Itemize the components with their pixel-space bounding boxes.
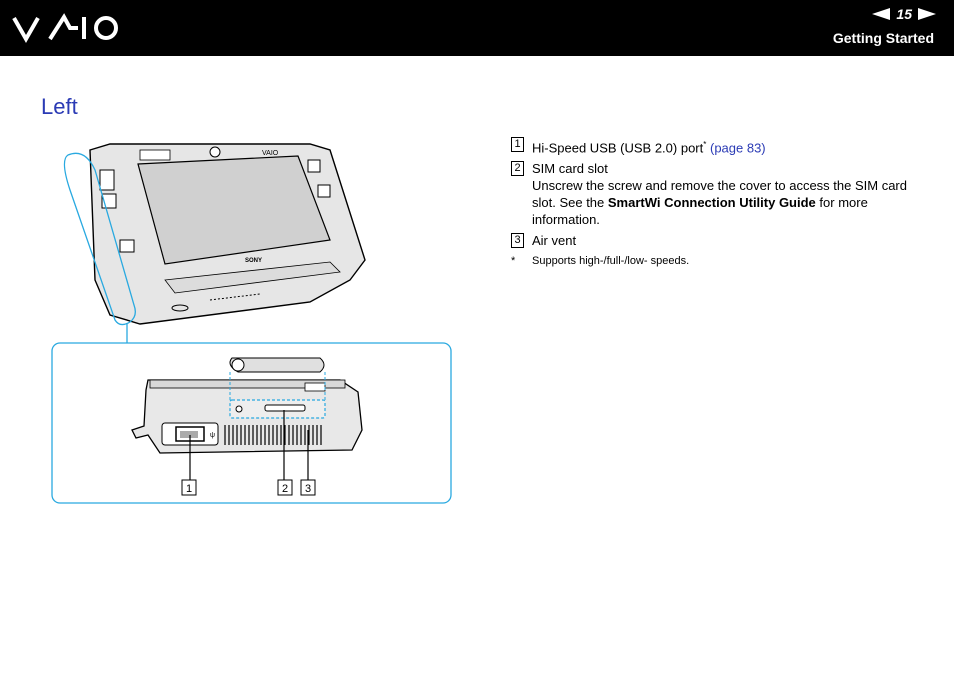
item-number: 1 xyxy=(511,137,524,152)
device-perspective-view: VAIO SONY xyxy=(89,143,366,325)
list-item: 1 Hi-Speed USB (USB 2.0) port* (page 83) xyxy=(511,136,911,156)
guide-name: SmartWi Connection Utility Guide xyxy=(607,195,816,211)
callout-3: 3 xyxy=(300,479,316,496)
device-left-side-illustration: VAIO SONY ψ 1 2 xyxy=(51,143,452,504)
callout-1: 1 xyxy=(181,479,197,496)
item-label: SIM card slot xyxy=(532,161,608,177)
footnote: * Supports high-/full-/low- speeds. xyxy=(511,253,911,270)
next-page-icon[interactable] xyxy=(918,8,936,20)
page-title: Left xyxy=(41,94,78,119)
list-item: 2 SIM card slot Unscrew the screw and re… xyxy=(511,160,911,228)
footnote-text: Supports high-/full-/low- speeds. xyxy=(532,255,690,268)
item-number: 3 xyxy=(511,233,524,249)
page-number: 15 xyxy=(896,6,912,22)
vaio-logo xyxy=(12,13,118,44)
page-header: 15 Getting Started xyxy=(0,0,954,56)
svg-text:3: 3 xyxy=(305,483,311,495)
port-list: 1 Hi-Speed USB (USB 2.0) port* (page 83)… xyxy=(511,136,911,270)
footnote-marker: * xyxy=(703,140,707,149)
previous-page-icon[interactable] xyxy=(872,8,891,20)
section-name: Getting Started xyxy=(832,30,934,46)
svg-text:1: 1 xyxy=(186,483,192,495)
item-label: Hi-Speed USB (USB 2.0) port xyxy=(532,140,704,156)
item-label: Air vent xyxy=(532,233,577,249)
item-description: Unscrew the screw and remove the cover t… xyxy=(532,178,907,228)
device-side-view: ψ xyxy=(131,357,363,454)
list-item: 3 Air vent xyxy=(511,232,911,249)
footnote-mark: * xyxy=(511,255,516,268)
page-link[interactable]: (page 83) xyxy=(709,140,766,156)
svg-text:VAIO: VAIO xyxy=(262,150,279,157)
svg-text:2: 2 xyxy=(282,483,288,495)
svg-text:ψ: ψ xyxy=(210,432,215,439)
page-navigation: 15 xyxy=(872,6,936,22)
callout-2: 2 xyxy=(277,479,293,496)
device-brand: SONY xyxy=(245,258,262,264)
item-number: 2 xyxy=(511,161,524,177)
